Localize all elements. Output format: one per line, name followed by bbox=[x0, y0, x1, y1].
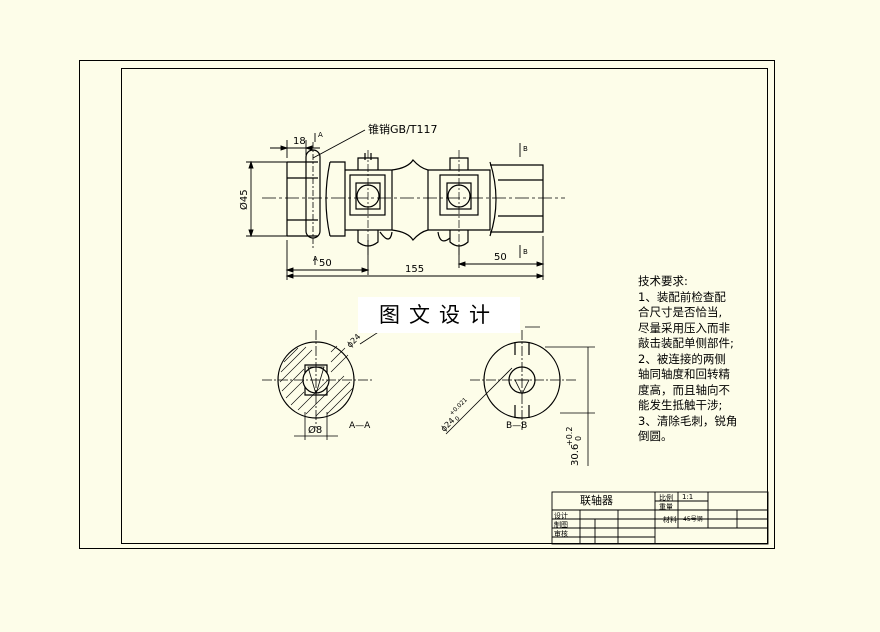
design-label: 设计 bbox=[554, 512, 568, 520]
section-mark-b-bottom: B bbox=[523, 248, 528, 256]
front-dimensions bbox=[246, 129, 545, 280]
watermark: 图文设计 bbox=[358, 297, 520, 333]
section-b-b bbox=[359, 317, 595, 466]
section-label-bb: B—B bbox=[506, 421, 527, 431]
drawing-inner-border bbox=[121, 68, 768, 544]
dim-pin-dia-8: Ø8 bbox=[308, 424, 322, 436]
dim-shaft-dia-24-a: ϕ24 bbox=[345, 332, 362, 349]
tech-line: 敲击装配单侧部件; bbox=[638, 336, 734, 350]
draw-label: 制图 bbox=[554, 521, 568, 529]
dim-keyway-30-6: 30.6 bbox=[570, 444, 581, 466]
material-value: 45号钢 bbox=[683, 516, 703, 523]
scale-value: 1:1 bbox=[682, 493, 694, 501]
section-mark-a-bottom: A bbox=[313, 255, 318, 263]
hatching bbox=[279, 345, 354, 417]
tech-line: 倒圆。 bbox=[638, 429, 673, 443]
dim-155: 155 bbox=[405, 264, 424, 275]
tech-line: 1、装配前检查配 bbox=[638, 289, 726, 304]
tech-title: 技术要求: bbox=[638, 274, 688, 288]
tech-line: 能发生抵触干涉; bbox=[638, 398, 723, 412]
material-label: 材料 bbox=[663, 516, 677, 524]
dim-right-50: 50 bbox=[494, 252, 507, 263]
front-view bbox=[262, 142, 565, 255]
scale-label: 比例 bbox=[659, 494, 673, 502]
tech-line: 合尺寸是否恰当, bbox=[638, 305, 723, 319]
review-label: 审核 bbox=[554, 530, 568, 538]
dim-keyway-tol-zero: 0 bbox=[574, 436, 583, 441]
title-block-grid bbox=[551, 491, 769, 545]
section-a-a bbox=[262, 330, 372, 440]
technical-requirements: 技术要求: 1、装配前检查配 合尺寸是否恰当, 尽量采用压入而非 敲击装配单侧部… bbox=[638, 274, 746, 445]
section-label-aa: A—A bbox=[349, 421, 371, 431]
section-mark-b-top: B bbox=[523, 145, 528, 153]
tech-line: 度高，而且轴向不 bbox=[638, 382, 730, 397]
drawing-outer-border bbox=[79, 60, 775, 549]
section-mark-a-top: A bbox=[318, 131, 323, 139]
tech-line: 轴同轴度和回转精 bbox=[638, 367, 730, 381]
dim-dia-45: Ø45 bbox=[238, 189, 250, 210]
dim-shaft-tol-zero: 0 bbox=[454, 415, 462, 423]
weight-label: 重量 bbox=[659, 503, 673, 511]
dim-keyway-tol: +0.2 bbox=[565, 427, 574, 446]
tech-line: 3、清除毛刺，锐角 bbox=[638, 413, 738, 428]
tech-line: 2、被连接的两侧 bbox=[638, 351, 726, 366]
tech-line: 尽量采用压入而非 bbox=[638, 320, 730, 335]
dim-left-50: 50 bbox=[319, 258, 332, 269]
pin-note: 锥销GB/T117 bbox=[368, 122, 438, 136]
dim-18: 18 bbox=[293, 136, 306, 147]
part-name: 联轴器 bbox=[580, 494, 613, 507]
